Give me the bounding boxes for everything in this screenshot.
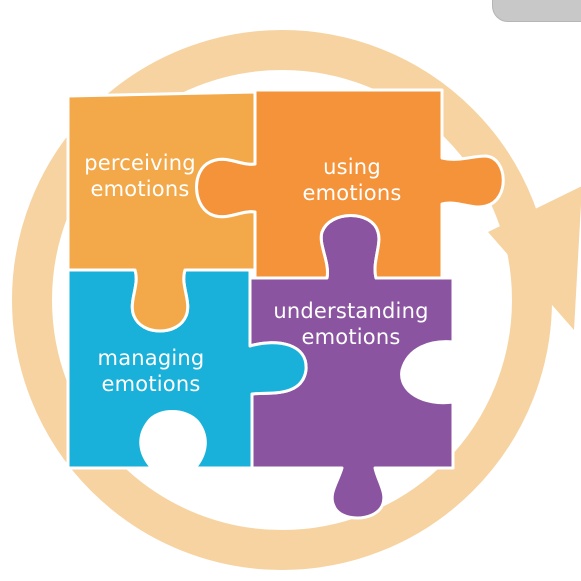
label-managing-line1: managing <box>97 346 205 370</box>
label-perceiving-line2: emotions <box>90 177 190 201</box>
label-perceiving-emotions: perceiving emotions <box>70 150 210 202</box>
label-understanding-emotions: understanding emotions <box>270 298 432 350</box>
label-understanding-line1: understanding <box>273 299 429 323</box>
label-managing-emotions: managing emotions <box>81 345 221 397</box>
cycle-ring <box>12 30 552 570</box>
label-using-line2: emotions <box>302 181 402 205</box>
corner-tab <box>492 0 581 22</box>
label-using-line1: using <box>323 155 381 179</box>
label-perceiving-line1: perceiving <box>84 151 196 175</box>
label-using-emotions: using emotions <box>282 154 422 206</box>
label-understanding-line2: emotions <box>301 325 401 349</box>
label-managing-line2: emotions <box>101 372 201 396</box>
cycle-arrow-head <box>488 186 581 330</box>
puzzle-piece-perceiving <box>66 90 257 333</box>
